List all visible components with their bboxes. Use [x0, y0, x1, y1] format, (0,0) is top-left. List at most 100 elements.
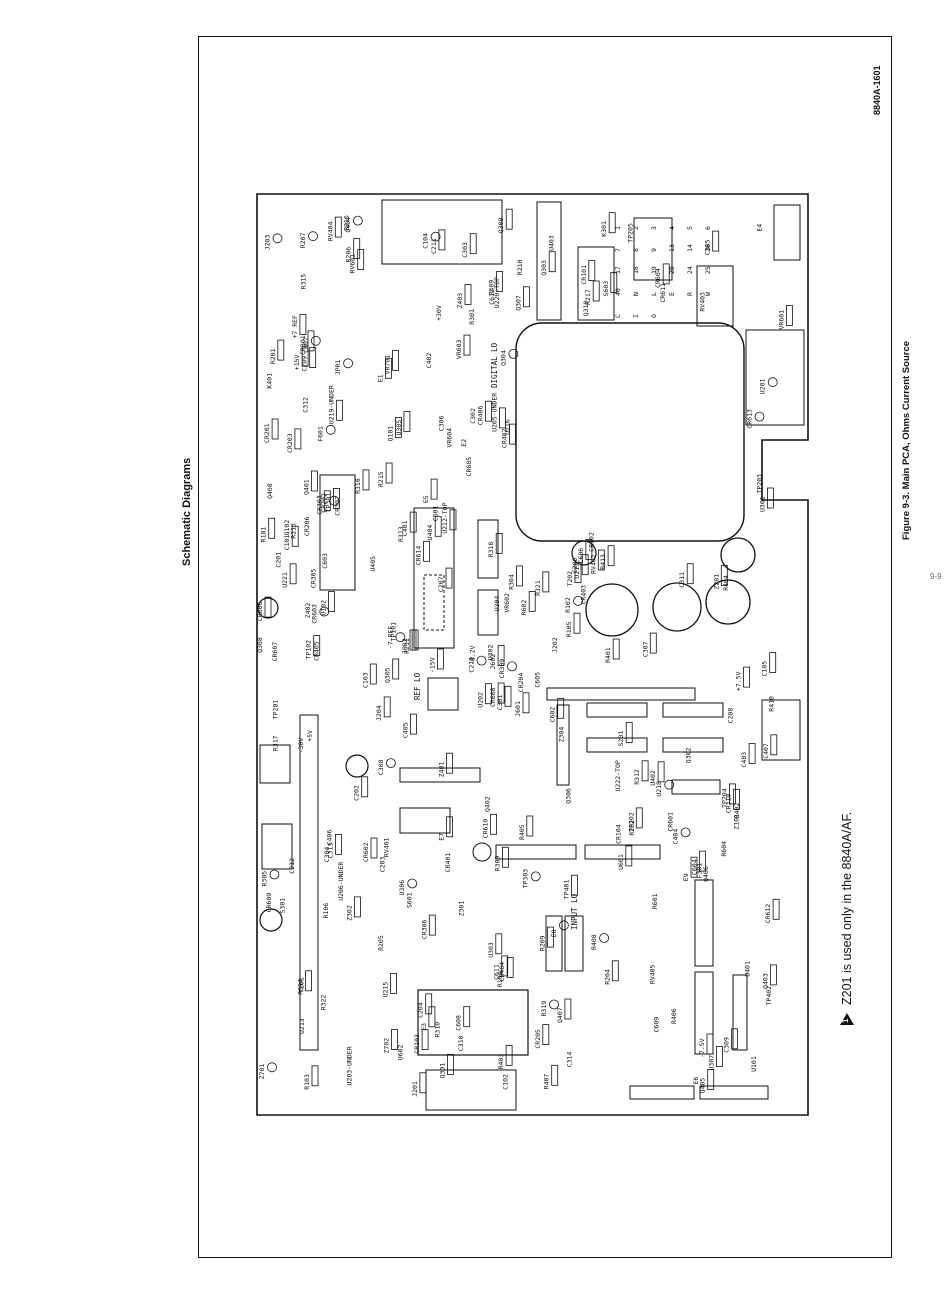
component-label: C104: [422, 233, 430, 249]
component-label: E1: [377, 374, 385, 382]
c603-cap: [652, 582, 702, 632]
component-outline: [369, 663, 377, 685]
test-point: [319, 606, 330, 617]
component-outline: [464, 284, 472, 305]
component-label: R604: [720, 841, 728, 857]
test-point: [272, 233, 283, 244]
c302-block: [545, 915, 563, 972]
component-label: C209: [301, 356, 309, 372]
f301-block: [259, 744, 291, 784]
component-label: Q101: [386, 426, 394, 442]
component-label: R210: [516, 259, 524, 275]
component-label: U221: [281, 572, 289, 588]
component-label: VR601: [777, 310, 785, 330]
component-label: J203: [264, 235, 272, 251]
component-label: Z301: [458, 901, 466, 917]
component-label: R316: [354, 478, 362, 494]
component-label: CR401: [444, 853, 452, 873]
component-outline: [712, 230, 720, 252]
component-outline: [649, 632, 657, 654]
component-label: U404: [426, 525, 434, 541]
component-label: Z702: [383, 1038, 391, 1054]
component-label: Q302: [684, 747, 692, 763]
component-label: JPR1: [334, 360, 342, 376]
component-label: C314: [565, 1052, 573, 1068]
u205-chip: [477, 519, 499, 579]
component-label: U601: [617, 854, 625, 870]
component-label: R312: [633, 769, 641, 785]
component-label: U201: [759, 378, 767, 394]
component-label: U102: [320, 600, 328, 616]
component-outline: [497, 645, 505, 666]
component-label: R207: [299, 232, 307, 248]
component-outline: [690, 856, 698, 878]
u101-chip: [319, 474, 356, 591]
pin-mark: R: [686, 292, 694, 296]
component-label: U402: [649, 770, 657, 786]
component-outline: [490, 813, 498, 835]
pin-mark: E: [668, 292, 676, 296]
component-label: C103: [361, 672, 369, 688]
component-label: TP205: [627, 223, 635, 243]
component-label: C212: [288, 858, 296, 874]
component-outline: [362, 469, 370, 491]
component-outline: [335, 834, 342, 855]
test-point: [430, 231, 441, 242]
component-label: U101: [750, 1056, 758, 1072]
drawing-frame: [198, 36, 892, 1258]
component-label: J201: [411, 1081, 419, 1097]
component-label: CR402: [501, 428, 509, 448]
component-outline: [547, 926, 554, 948]
r301-pot: [259, 908, 283, 932]
component-label: R314: [297, 979, 305, 995]
component-outline: [585, 539, 593, 560]
component-label: +5V: [306, 730, 314, 742]
component-outline: [264, 596, 272, 618]
component-outline: [498, 407, 506, 429]
q301-can: [472, 842, 492, 862]
component-label: CR602: [362, 842, 370, 862]
component-label: R215: [377, 471, 385, 487]
component-label: C303: [461, 242, 469, 258]
component-label: C211: [430, 238, 438, 254]
component-label: Z402: [304, 603, 312, 619]
component-label: RV401: [382, 837, 390, 857]
component-outline: [770, 734, 778, 756]
component-label: C207: [437, 576, 445, 592]
component-label: T201: [297, 977, 305, 993]
component-label: TP201: [272, 700, 280, 720]
component-label: R106: [322, 903, 330, 919]
component-label: C311: [678, 572, 686, 588]
component-outline: [522, 692, 530, 714]
component-label: C302: [469, 408, 477, 424]
component-label: K301: [600, 221, 608, 237]
component-outline: [291, 525, 299, 547]
component-outline: [610, 272, 618, 293]
component-label: C609: [653, 1017, 661, 1033]
component-label: CR604: [654, 268, 662, 288]
component-label: U205-UNDER: [490, 393, 498, 432]
component-outline: [506, 957, 514, 978]
component-label: Q405: [699, 1078, 707, 1094]
component-label: RV403: [698, 292, 706, 312]
component-label: CR608: [489, 687, 497, 707]
pin-mark: 2: [632, 226, 640, 230]
component-outline: [385, 357, 392, 379]
test-point: [549, 999, 559, 1010]
j602-block: [577, 246, 615, 321]
component-outline: [592, 280, 600, 302]
pin-mark: I: [632, 314, 640, 318]
component-label: R315: [300, 274, 308, 290]
component-label: C608: [455, 1015, 463, 1031]
component-outline: [383, 696, 391, 718]
region-label: INPUT LO: [570, 893, 579, 930]
component-label: C603: [321, 553, 329, 569]
component-label: C313: [327, 843, 335, 859]
component-outline: [311, 1065, 319, 1087]
component-label: R602: [520, 600, 528, 616]
pin-mark: 4: [668, 226, 676, 230]
u213-chip: [556, 704, 570, 786]
u402-chip: [694, 879, 714, 967]
t202-block: [696, 265, 734, 327]
component-label: RV601: [349, 254, 357, 274]
